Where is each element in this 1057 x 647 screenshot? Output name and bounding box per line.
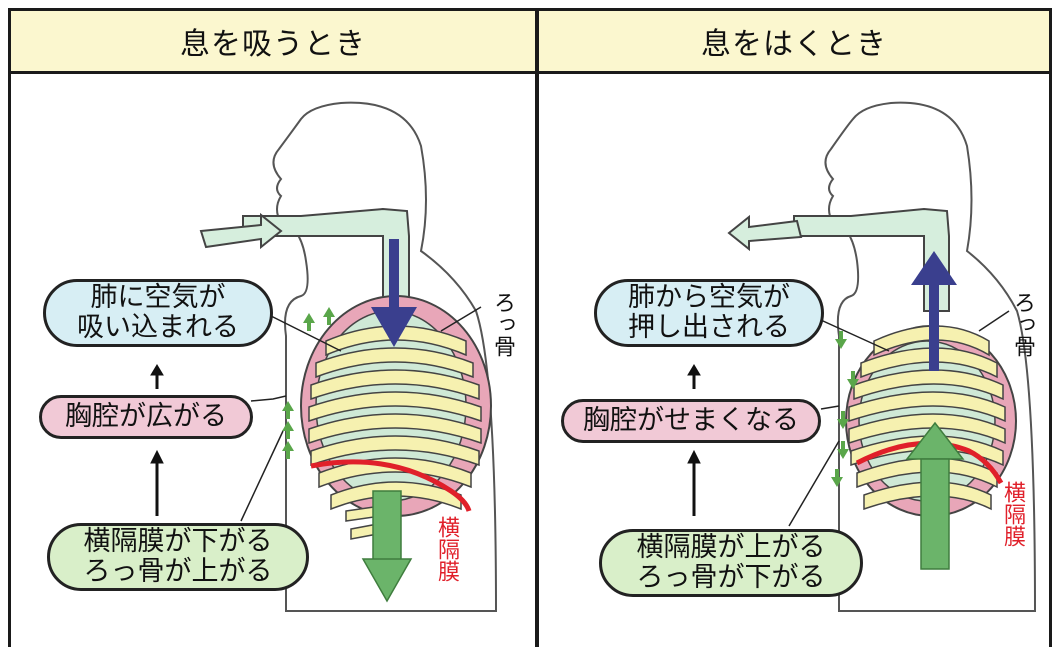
pointer-diaphragm xyxy=(240,430,284,522)
diaphragm-up-arrow xyxy=(905,421,965,570)
inhale-diagram xyxy=(150,101,498,612)
inhale-panel: 息を吸うとき xyxy=(8,8,538,647)
inhale-rib-label: ろっ骨 xyxy=(490,291,515,357)
exhale-lung-air-line-2: 押し出される xyxy=(628,312,790,343)
airway xyxy=(793,207,950,312)
diaphragm-line xyxy=(855,440,1004,485)
air-out-arrow xyxy=(911,251,957,371)
inhale-diaphragm-line-1: 横隔膜が下がる xyxy=(83,526,273,557)
diaphragm-down-arrow xyxy=(361,490,413,603)
exhale-title: 息をはくとき xyxy=(539,11,1049,74)
pointer-chest xyxy=(250,395,287,402)
flow-arrows xyxy=(687,364,701,516)
inhale-diaphragm-name: 横隔膜 xyxy=(434,516,459,582)
pointer-rib xyxy=(440,306,482,332)
exhale-diaphragm-line-2: ろっ骨が下がる xyxy=(636,562,826,593)
inhale-lung-air-line-2: 吸い込まれる xyxy=(77,312,239,343)
body-outline xyxy=(272,101,498,612)
exhale-diagram xyxy=(687,101,1037,612)
air-in-arrow xyxy=(371,239,417,347)
ribs xyxy=(308,325,482,511)
exhale-lung-air-bubble: 肺から空気が 押し出される xyxy=(594,279,824,347)
inhale-lung-air-line-1: 肺に空気が xyxy=(90,282,226,313)
exhale-panel: 息をはくとき xyxy=(536,8,1052,647)
exhale-chest-label: 胸腔がせまくなる xyxy=(583,405,799,436)
pointer-chest xyxy=(820,405,840,410)
rib-up-arrows xyxy=(282,307,335,459)
inhale-diaphragm-bubble: 横隔膜が下がる ろっ骨が上がる xyxy=(47,523,309,591)
body-outline xyxy=(824,101,1037,612)
inhale-diaphragm-line-2: ろっ骨が上がる xyxy=(83,556,273,587)
inhale-chest-bubble: 胸腔が広がる xyxy=(39,395,253,439)
air-flow-arrow xyxy=(727,214,803,252)
flow-arrows xyxy=(150,364,164,516)
exhale-lung-air-line-1: 肺から空気が xyxy=(628,282,790,313)
diaphragm-line xyxy=(310,459,472,512)
pointer-diaphragm xyxy=(788,440,840,527)
inhale-lung-air-bubble: 肺に空気が 吸い込まれる xyxy=(43,279,273,347)
exhale-diaphragm-line-1: 横隔膜が上がる xyxy=(636,532,826,563)
exhale-diaphragm-name: 横隔膜 xyxy=(1000,481,1025,547)
pointer-rib xyxy=(978,310,1010,332)
exhale-rib-label: ろっ骨 xyxy=(1010,291,1035,357)
inhale-title: 息を吸うとき xyxy=(11,11,535,74)
inhale-chest-label: 胸腔が広がる xyxy=(65,401,227,432)
exhale-chest-bubble: 胸腔がせまくなる xyxy=(561,399,821,443)
air-flow-arrow xyxy=(199,212,283,250)
rib-down-arrows xyxy=(831,331,859,487)
exhale-diaphragm-bubble: 横隔膜が上がる ろっ骨が下がる xyxy=(599,529,863,597)
